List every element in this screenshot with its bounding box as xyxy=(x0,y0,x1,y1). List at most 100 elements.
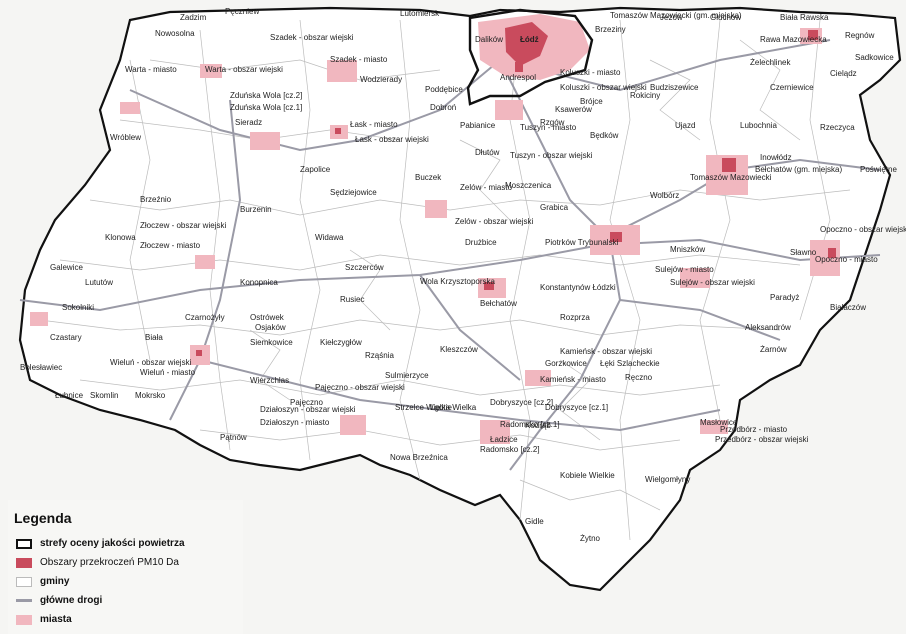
map-label: Kiełczygłów xyxy=(320,338,362,347)
map-label: Grabica xyxy=(540,203,569,212)
map-label: Kleszczów xyxy=(440,345,478,354)
legend-item-cities: miasta xyxy=(16,614,72,625)
map-label: Zduńska Wola [cz.1] xyxy=(230,103,302,112)
map-label: Pabianice xyxy=(460,121,496,130)
map-label: Przedbórz - obszar wiejski xyxy=(715,435,809,444)
map-label: Wieluń - obszar wiejski xyxy=(110,358,192,367)
map-label: Zapolice xyxy=(300,165,331,174)
map-label: Gidle xyxy=(525,517,544,526)
map-label: Opoczno - obszar wiejski xyxy=(820,225,906,234)
map-label: Andrespol xyxy=(500,73,536,82)
legend-label-cities: miasta xyxy=(40,614,72,625)
map-label: Kodrąb xyxy=(525,421,551,430)
map-label: Siemkowice xyxy=(250,338,293,347)
map-label: Łódź xyxy=(520,35,539,44)
map-label: Zelów - miasto xyxy=(460,183,513,192)
exceedance-swatch xyxy=(16,557,32,568)
zone-border-swatch xyxy=(16,538,32,549)
map-label: Moszczenica xyxy=(505,181,552,190)
map-label: Rozprza xyxy=(560,313,590,322)
map-label: Żelechlinek xyxy=(750,58,791,67)
map-label: Tomaszów Mazowiecki (gm. miejska) xyxy=(610,11,742,20)
map-label: Szadek - obszar wiejski xyxy=(270,33,354,42)
map-label: Sulejów - miasto xyxy=(655,265,714,274)
legend-item-roads: główne drogi xyxy=(16,595,102,606)
map-label: Dobryszyce [cz.2] xyxy=(490,398,553,407)
map-label: Czastary xyxy=(50,333,82,342)
map-label: Sulmierzyce xyxy=(385,371,429,380)
map-label: Poświętne xyxy=(860,165,897,174)
map-label: Inowłódz xyxy=(760,153,792,162)
legend-item-gminy: gminy xyxy=(16,576,69,587)
map-label: Dłutów xyxy=(475,148,500,157)
map-label: Kamieńsk - obszar wiejski xyxy=(560,347,652,356)
map-label: Rzgów xyxy=(540,118,565,127)
legend-panel xyxy=(8,500,243,634)
map-label: Dalików xyxy=(475,35,503,44)
map-label: Aleksandrów xyxy=(745,323,791,332)
map-label: Budziszewice xyxy=(650,83,699,92)
legend-item-exceedance: Obszary przekroczeń PM10 Da xyxy=(16,557,179,568)
map-label: Wieluń - miasto xyxy=(140,368,196,377)
map-label: Skomlin xyxy=(90,391,118,400)
pm10-exceedance-areas xyxy=(196,22,836,356)
map-label: Ładzice xyxy=(490,435,518,444)
map-label: Mokrsko xyxy=(135,391,166,400)
legend-label-gminy: gminy xyxy=(40,576,70,587)
map-label: Bolesławiec xyxy=(20,363,62,372)
map-label: Ostrówek xyxy=(250,313,285,322)
map-label: Czarnożyły xyxy=(185,313,225,322)
map-label: Masłowice xyxy=(700,418,738,427)
map-label: Wodzierady xyxy=(360,75,402,84)
map-label: Lgota Wielka xyxy=(430,403,477,412)
map-label: Lubochnia xyxy=(740,121,777,130)
city-swatch xyxy=(16,614,32,625)
map-label: Widawa xyxy=(315,233,344,242)
legend-item-zones: strefy oceny jakości powietrza xyxy=(16,538,185,549)
map-label: Mniszków xyxy=(670,245,705,254)
map-label: Rzeczyca xyxy=(820,123,855,132)
map-label: Bełchatów xyxy=(480,299,517,308)
lodz-agglomeration-zone xyxy=(466,8,594,106)
map-label: Łask - obszar wiejski xyxy=(355,135,429,144)
map-label: Biała xyxy=(145,333,163,342)
map-label: Zadzim xyxy=(180,13,207,22)
map-label: Dobryszyce [cz.1] xyxy=(545,403,608,412)
map-label: Galewice xyxy=(50,263,83,272)
map-label: Żarnów xyxy=(760,345,787,354)
map-label: Szczerców xyxy=(345,263,384,272)
map-label: Osjaków xyxy=(255,323,286,332)
map-label: Tuszyn - obszar wiejski xyxy=(510,151,593,160)
map-label: Radomsko [cz.1] xyxy=(500,420,560,429)
map-label: Pajęczno xyxy=(290,398,323,407)
map-label: Koluszki - miasto xyxy=(560,68,621,77)
map-label: Ręczno xyxy=(625,373,653,382)
map-label: Brójce xyxy=(580,97,603,106)
map-label: Działoszyn - miasto xyxy=(260,418,330,427)
map-label: Sadkowice xyxy=(855,53,894,62)
legend-label-exceedance: Obszary przekroczeń PM10 Da xyxy=(40,557,179,568)
map-label: Strzelce Wielkie xyxy=(395,403,452,412)
map-label: Wierzchlas xyxy=(250,376,289,385)
legend-title: Legenda xyxy=(14,510,72,526)
map-label: Nowosolna xyxy=(155,29,195,38)
map-label: Jeżów xyxy=(660,13,683,22)
map-label: Łubnice xyxy=(55,391,84,400)
map-label: Zelów - obszar wiejski xyxy=(455,217,533,226)
map-label: Pajęczno - obszar wiejski xyxy=(315,383,405,392)
map-label: Wolbórz xyxy=(650,191,679,200)
road-swatch xyxy=(16,599,32,602)
map-label: Złoczew - obszar wiejski xyxy=(140,221,226,230)
map-label: Rokiciny xyxy=(630,91,660,100)
map-label: Cielądz xyxy=(830,69,857,78)
cities xyxy=(30,14,840,444)
map-label: Czerniewice xyxy=(770,83,814,92)
map-label: Lutomiersk xyxy=(400,9,440,18)
map-label: Sokolniki xyxy=(62,303,94,312)
map-label: Ozorków xyxy=(0,0,32,2)
map-label: Działoszyn - obszar wiejski xyxy=(260,405,356,414)
map-label: Złoczew - miasto xyxy=(140,241,201,250)
main-roads xyxy=(19,39,881,471)
map-label: Wielgomłyny xyxy=(645,475,690,484)
